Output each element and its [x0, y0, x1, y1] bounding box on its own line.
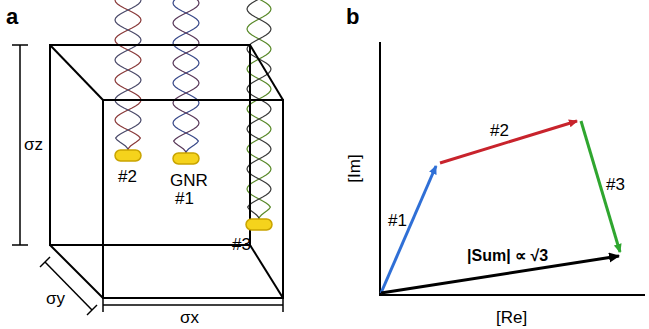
panel-letter: b — [346, 6, 359, 28]
panel-letter: a — [6, 6, 18, 28]
dimension-label: σz — [24, 136, 43, 153]
dimension-lines — [12, 45, 283, 315]
helix — [173, 0, 199, 153]
cube — [50, 45, 283, 298]
dimension-label: σy — [46, 290, 65, 307]
callout-number: #1 — [388, 212, 407, 229]
dimension-label: σx — [180, 309, 199, 326]
callout-number: #2 — [490, 122, 509, 139]
helix — [115, 0, 141, 150]
helix — [115, 0, 141, 150]
callout-number: #3 — [606, 176, 625, 193]
callout-number: #2 — [118, 168, 137, 185]
callout-number: #1 — [175, 190, 194, 207]
part-name: GNR — [170, 172, 208, 189]
callout-number: #3 — [232, 236, 251, 253]
helix — [173, 0, 199, 153]
axis-label: [Re] — [496, 309, 527, 326]
axis-label: [Im] — [346, 154, 363, 182]
sum-label: |Sum| ∝ √3 — [465, 248, 550, 264]
axes — [379, 42, 645, 296]
gold-nanorods — [115, 150, 272, 230]
phasor-arrows — [381, 121, 620, 293]
